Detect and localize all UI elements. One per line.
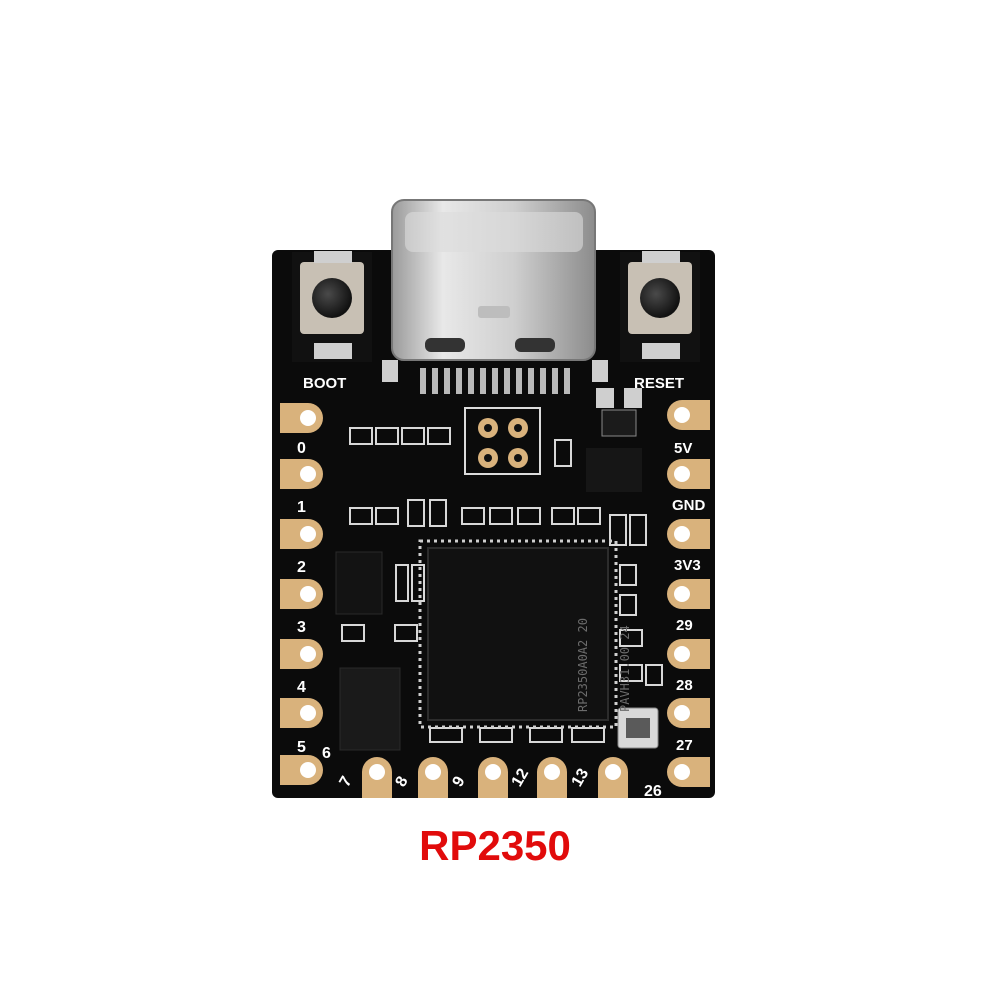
pin-label-5: 5 bbox=[297, 739, 306, 756]
pin-label-0: 0 bbox=[297, 440, 306, 457]
boot-label: BOOT bbox=[303, 375, 347, 392]
chip-marking-line2: PAVH31.00 24 bbox=[618, 625, 632, 712]
bottom-pad-holes bbox=[369, 764, 621, 780]
pin-label-5v: 5V bbox=[674, 440, 693, 457]
pin-label-gnd: GND bbox=[672, 497, 706, 514]
pin-label-2: 2 bbox=[297, 559, 306, 576]
boot-button bbox=[292, 251, 372, 362]
reset-label: RESET bbox=[634, 375, 685, 392]
usb-c-connector bbox=[382, 199, 608, 394]
flash-chip bbox=[335, 551, 401, 751]
test-pads bbox=[464, 407, 541, 475]
pin-label-28: 28 bbox=[676, 677, 693, 694]
right-pad-holes bbox=[674, 407, 690, 780]
rp2350-chip bbox=[418, 539, 618, 729]
product-caption: RP2350 bbox=[419, 822, 571, 869]
pin-label-26: 26 bbox=[644, 783, 662, 800]
left-pad-holes bbox=[300, 410, 316, 778]
pin-label-1: 1 bbox=[297, 499, 306, 516]
pin-label-6: 6 bbox=[322, 745, 331, 762]
passive-components bbox=[341, 427, 663, 743]
reset-button bbox=[620, 251, 700, 362]
pin-label-29: 29 bbox=[676, 617, 693, 634]
chip-marking-line1: RP2350A0A2 20 bbox=[576, 618, 590, 712]
pin-label-3: 3 bbox=[297, 619, 306, 636]
pin-label-3v3: 3V3 bbox=[674, 557, 701, 574]
pin-label-27: 27 bbox=[676, 737, 693, 754]
chip-marking: RP2350A0A2 20 PAVH31.00 24 bbox=[548, 618, 646, 712]
pin-label-4: 4 bbox=[297, 679, 306, 696]
voltage-regulator bbox=[586, 388, 642, 492]
